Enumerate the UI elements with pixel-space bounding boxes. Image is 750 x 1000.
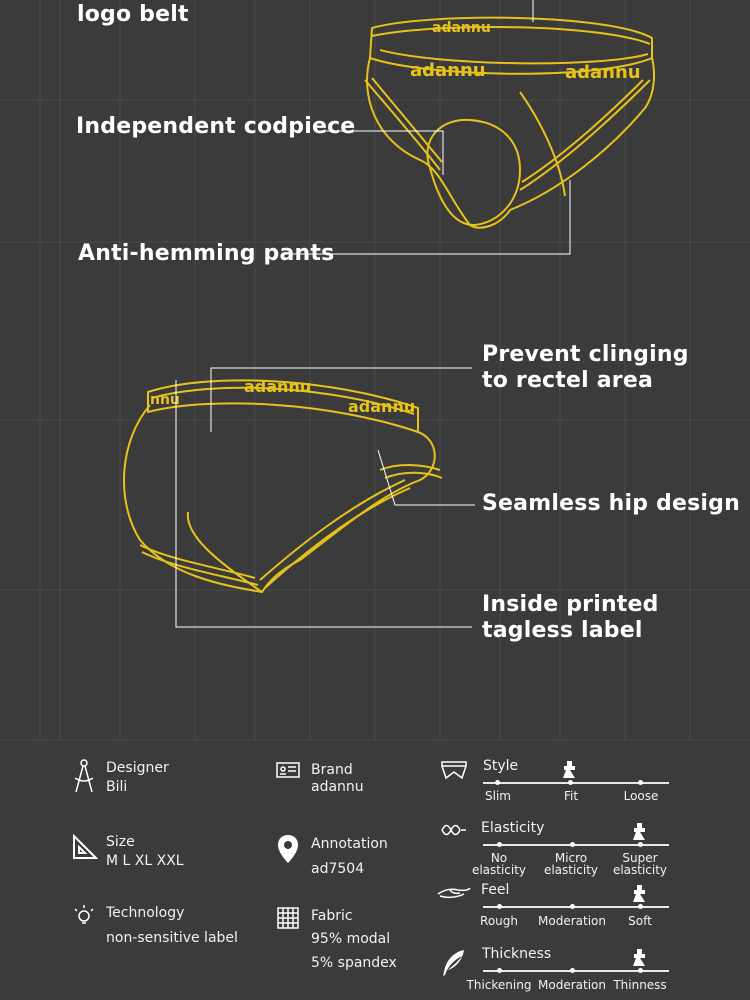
style-dot-2 xyxy=(638,780,643,785)
id-card-icon xyxy=(276,762,300,778)
ruler-triangle-icon xyxy=(73,834,98,859)
thickness-option-0: Thickening xyxy=(466,978,532,992)
style-option-0: Slim xyxy=(485,789,511,803)
feel-option-1: Moderation xyxy=(538,914,606,928)
style-option-1: Fit xyxy=(563,789,579,803)
elasticity-track xyxy=(483,844,669,846)
callout-prevent-clinging: Prevent clinging to rectel area xyxy=(482,342,689,394)
designer-label: Designer xyxy=(106,760,169,776)
fabric-value-2: 5% spandex xyxy=(311,955,397,971)
feel-dot-0 xyxy=(497,904,502,909)
style-selected-marker-icon xyxy=(563,761,575,778)
elasticity-dot-2 xyxy=(638,842,643,847)
size-value: M L XL XXL xyxy=(106,853,184,869)
annotation-value: ad7504 xyxy=(311,861,365,877)
fabric-label: Fabric xyxy=(311,908,353,924)
location-pin-icon xyxy=(278,835,298,863)
elasticity-dot-1 xyxy=(570,842,575,847)
elastic-wave-icon xyxy=(441,824,466,836)
callout-prevent-line1: Prevent clinging xyxy=(482,342,689,367)
callout-logo-belt: logo belt xyxy=(77,2,189,27)
elasticity-dot-0 xyxy=(497,842,502,847)
thickness-track xyxy=(483,970,669,972)
style-dot-0 xyxy=(495,780,500,785)
style-track xyxy=(483,782,669,784)
thickness-dot-1 xyxy=(570,968,575,973)
thickness-option-2: Thinness xyxy=(613,978,667,992)
callout-inside-line1: Inside printed xyxy=(482,592,659,617)
style-title: Style xyxy=(483,758,519,774)
briefs-icon xyxy=(441,761,467,780)
feel-option-2: Soft xyxy=(628,914,652,928)
hand-feel-icon xyxy=(437,887,471,899)
scale-feel: Feel Rough Moderation Soft xyxy=(436,882,680,932)
feel-option-0: Rough xyxy=(480,914,518,928)
compass-icon xyxy=(74,759,94,793)
callout-prevent-line2: to rectel area xyxy=(482,368,654,393)
annotation-label: Annotation xyxy=(311,836,388,852)
technology-value: non-sensitive label xyxy=(106,930,238,946)
elasticity-selected-marker-icon xyxy=(633,823,645,840)
thickness-dot-2 xyxy=(638,968,643,973)
feel-dot-2 xyxy=(638,904,643,909)
callout-inside-label: Inside printed tagless label xyxy=(482,592,659,644)
lightbulb-icon xyxy=(74,905,94,924)
fabric-grid-icon xyxy=(277,907,299,929)
thickness-option-1: Moderation xyxy=(538,978,606,992)
style-dot-1 xyxy=(568,780,573,785)
feel-title: Feel xyxy=(481,882,510,898)
designer-value: Bili xyxy=(106,779,128,795)
thickness-dot-0 xyxy=(497,968,502,973)
fabric-value-1: 95% modal xyxy=(311,931,391,947)
scale-style: Style Slim Fit Loose xyxy=(440,758,680,808)
technology-label: Technology xyxy=(106,905,185,921)
scale-thickness: Thickness Thickening Moderation Thinness xyxy=(440,946,680,996)
feel-dot-1 xyxy=(570,904,575,909)
feather-icon xyxy=(443,950,464,976)
feel-track xyxy=(483,906,669,908)
feel-selected-marker-icon xyxy=(633,885,645,902)
brand-label: Brand xyxy=(311,762,353,778)
callout-anti-hemming: Anti-hemming pants xyxy=(78,241,335,266)
brand-value: adannu xyxy=(311,779,364,795)
elasticity-title: Elasticity xyxy=(481,820,545,836)
thickness-title: Thickness xyxy=(482,946,552,962)
style-option-2: Loose xyxy=(623,789,659,803)
callout-independent-codpiece: Independent codpiece xyxy=(76,114,356,139)
thickness-selected-marker-icon xyxy=(633,949,645,966)
callout-seamless-hip: Seamless hip design xyxy=(482,491,740,516)
size-label: Size xyxy=(106,834,135,850)
callout-inside-line2: tagless label xyxy=(482,618,643,643)
